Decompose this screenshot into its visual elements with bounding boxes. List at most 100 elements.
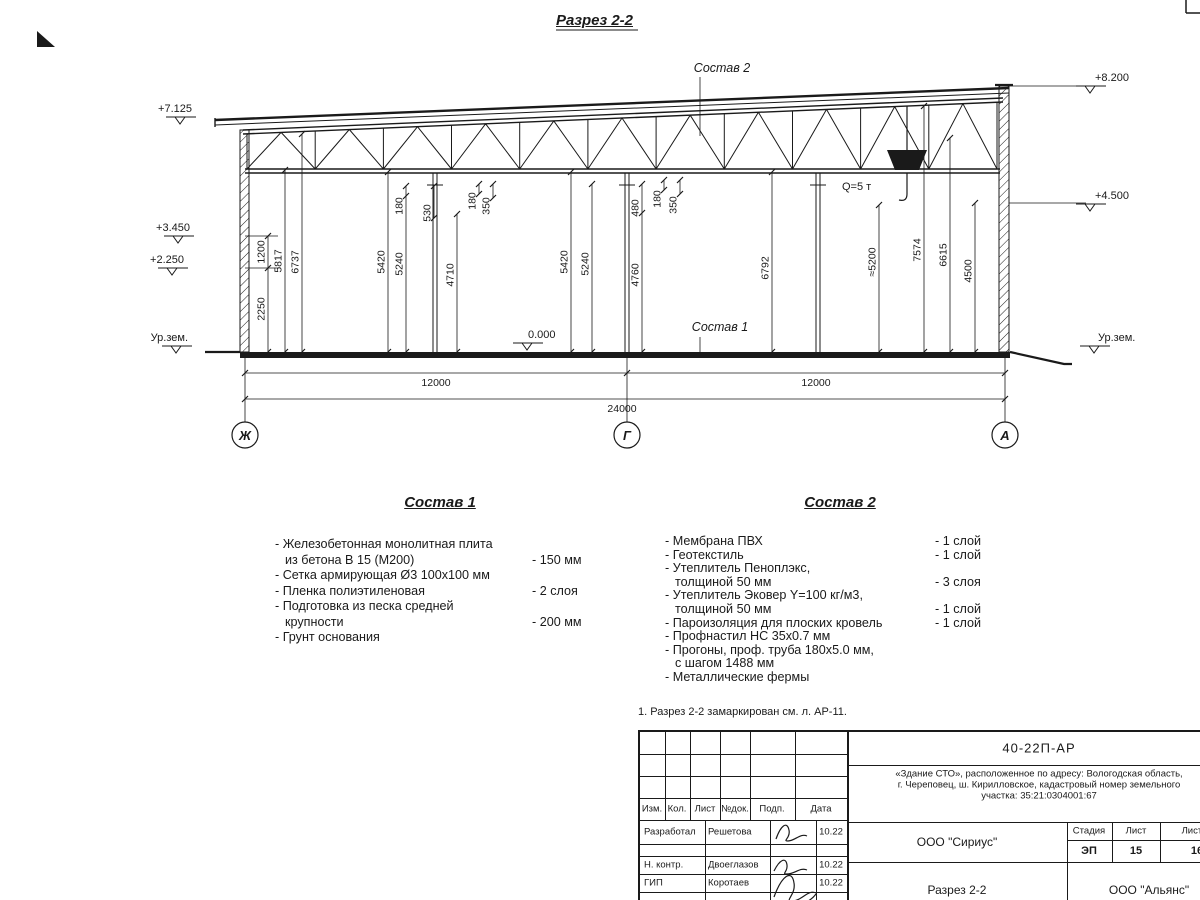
dim-label: 7574 bbox=[912, 238, 924, 262]
dim-label: 5240 bbox=[580, 252, 592, 276]
spec-line: - Металлические фермы bbox=[665, 670, 1015, 685]
dim-label: 12000 bbox=[801, 377, 830, 389]
tb-rule bbox=[1160, 822, 1161, 862]
spec-line: - Сетка армирующая Ø3 100х100 мм bbox=[275, 568, 605, 584]
elevation-label: Ур.зем. bbox=[151, 332, 188, 344]
tb-rule bbox=[690, 732, 691, 820]
spec-line-value: - 1 слой bbox=[935, 615, 982, 630]
tb-rule bbox=[750, 732, 751, 820]
spec-line: - Утеплитель Пеноплэкс, bbox=[665, 562, 1015, 576]
signature-mark bbox=[775, 824, 808, 842]
spec-line-text: - Прогоны, проф. труба 180х5.0 мм, bbox=[665, 642, 874, 657]
tb-rule bbox=[1067, 822, 1068, 900]
spec-line: толщиной 50 мм - 3 слоя bbox=[665, 574, 1015, 590]
spec-line-text: толщиной 50 мм bbox=[675, 601, 772, 616]
ground-lines bbox=[205, 350, 1072, 366]
dim-label: 180 bbox=[467, 192, 479, 210]
tb-rule bbox=[640, 844, 847, 845]
tb-rule bbox=[640, 798, 847, 799]
spec-line: - Профнастил НС 35х0.7 мм bbox=[665, 630, 1015, 644]
tb-rule bbox=[640, 754, 847, 755]
revision-triangle-mark bbox=[37, 31, 55, 47]
sheet-label: Лист bbox=[1125, 825, 1147, 837]
stage-value: ЭП bbox=[1081, 845, 1097, 857]
dim-label: 4760 bbox=[630, 263, 642, 287]
crane-capacity-label: Q=5 т bbox=[842, 181, 871, 193]
signature-mark bbox=[773, 859, 808, 875]
spec-line-text: с шагом 1488 мм bbox=[675, 656, 775, 671]
tb-col-header: Лист bbox=[694, 803, 716, 815]
object-description-line: г. Череповец, ш. Кирилловское, кадастров… bbox=[897, 779, 1181, 791]
dim-label: 5420 bbox=[559, 250, 571, 274]
spec2-title: Состав 2 bbox=[804, 494, 876, 511]
spec-line: - Пароизоляция для плоских кровель- 1 сл… bbox=[665, 615, 1015, 631]
tb-rule bbox=[640, 892, 847, 893]
spec-line: - Пленка полиэтиленовая- 2 слоя bbox=[275, 584, 605, 600]
dim-label: 5420 bbox=[376, 250, 388, 274]
spec-line-value: - 1 слой bbox=[935, 547, 982, 562]
tb-rule bbox=[640, 776, 847, 777]
spec-line-text: - Геотекстиль bbox=[665, 547, 744, 562]
dim-label: ≈5200 bbox=[867, 247, 879, 276]
dim-label: 350 bbox=[481, 197, 493, 215]
spec-line: - Подготовка из песка средней bbox=[275, 599, 605, 615]
tb-rule bbox=[1112, 822, 1113, 862]
spec-line-text: - Сетка армирующая Ø3 100х100 мм bbox=[275, 568, 490, 582]
axis-lines bbox=[244, 358, 1006, 422]
axis-bubbles bbox=[231, 421, 1019, 449]
elevation-label: +8.200 bbox=[1095, 72, 1129, 84]
sostav2-callout: Состав 2 bbox=[694, 61, 750, 75]
spec-line-text: - Мембрана ПВХ bbox=[665, 534, 763, 548]
tb-rule bbox=[847, 862, 1200, 863]
tb-col-header: Кол. bbox=[667, 803, 687, 815]
dim-label: 530 bbox=[422, 204, 434, 222]
object-description-line: «Здание СТО», расположенное по адресу: В… bbox=[895, 768, 1183, 780]
signature-mark bbox=[773, 874, 817, 900]
spec-line-value: - 3 слоя bbox=[935, 574, 981, 589]
crane-hoist bbox=[887, 106, 927, 201]
dim-label: 4710 bbox=[445, 263, 457, 287]
tb-date: 10.22 bbox=[819, 826, 843, 838]
tb-name: Решетова bbox=[708, 826, 752, 838]
tb-role: ГИП bbox=[644, 877, 663, 889]
tb-rule bbox=[640, 874, 847, 875]
spec-line: - Грунт основания bbox=[275, 630, 605, 646]
floor-slab bbox=[240, 352, 1010, 358]
spec-line: - Железобетонная монолитная плита bbox=[275, 537, 605, 553]
spec-line-text: толщиной 50 мм bbox=[675, 574, 772, 589]
elevation-label: +2.250 bbox=[150, 254, 184, 266]
tb-rule bbox=[705, 820, 706, 900]
spec-line-value: - 2 слоя bbox=[532, 583, 578, 598]
spec-line: толщиной 50 мм - 1 слой bbox=[665, 601, 1015, 617]
tb-col-header: №док. bbox=[721, 803, 749, 815]
spec-line-value: - 1 слой bbox=[935, 601, 982, 616]
axis-label: Ж bbox=[238, 428, 252, 443]
spec-line: - Прогоны, проф. труба 180х5.0 мм, bbox=[665, 642, 1015, 658]
tb-rule bbox=[720, 732, 721, 820]
elevation-markers bbox=[158, 85, 1110, 354]
spec-line-text: - Железобетонная монолитная плита bbox=[275, 537, 493, 551]
tb-rule bbox=[816, 820, 817, 900]
elevation-label: +3.450 bbox=[156, 222, 190, 234]
spec-line-text: - Профнастил НС 35х0.7 мм bbox=[665, 629, 831, 644]
dim-label: 6615 bbox=[938, 243, 950, 267]
spec-line: крупности- 200 мм bbox=[275, 615, 605, 631]
dim-label: 4500 bbox=[963, 259, 975, 283]
drawing-note: 1. Разрез 2-2 замаркирован см. л. АР-11. bbox=[638, 706, 847, 718]
elevation-label: Ур.зем. bbox=[1098, 332, 1135, 344]
dim-label: 1200 bbox=[256, 240, 268, 264]
zero-level-label: 0.000 bbox=[528, 329, 556, 341]
dimension-ticks bbox=[241, 102, 1009, 403]
sostav1-callout: Состав 1 bbox=[692, 320, 748, 334]
spec2-block: Состав 2 - Мембрана ПВХ- 1 слой- Геотекс… bbox=[665, 494, 1015, 685]
spec1-title: Состав 1 bbox=[404, 494, 476, 511]
tb-rule bbox=[1067, 840, 1200, 841]
spec-line: - Геотекстиль - 1 слой bbox=[665, 547, 1015, 563]
document-number: 40-22П-АР bbox=[1002, 740, 1076, 756]
tb-name: Двоеглазов bbox=[708, 859, 759, 871]
spec-line-text: - Утеплитель Эковер Y=100 кг/м3, bbox=[665, 588, 863, 603]
dim-label: 180 bbox=[652, 190, 664, 208]
tb-rule bbox=[795, 732, 796, 820]
tb-role: Разработал bbox=[644, 826, 696, 838]
axis-label: А bbox=[999, 428, 1009, 443]
